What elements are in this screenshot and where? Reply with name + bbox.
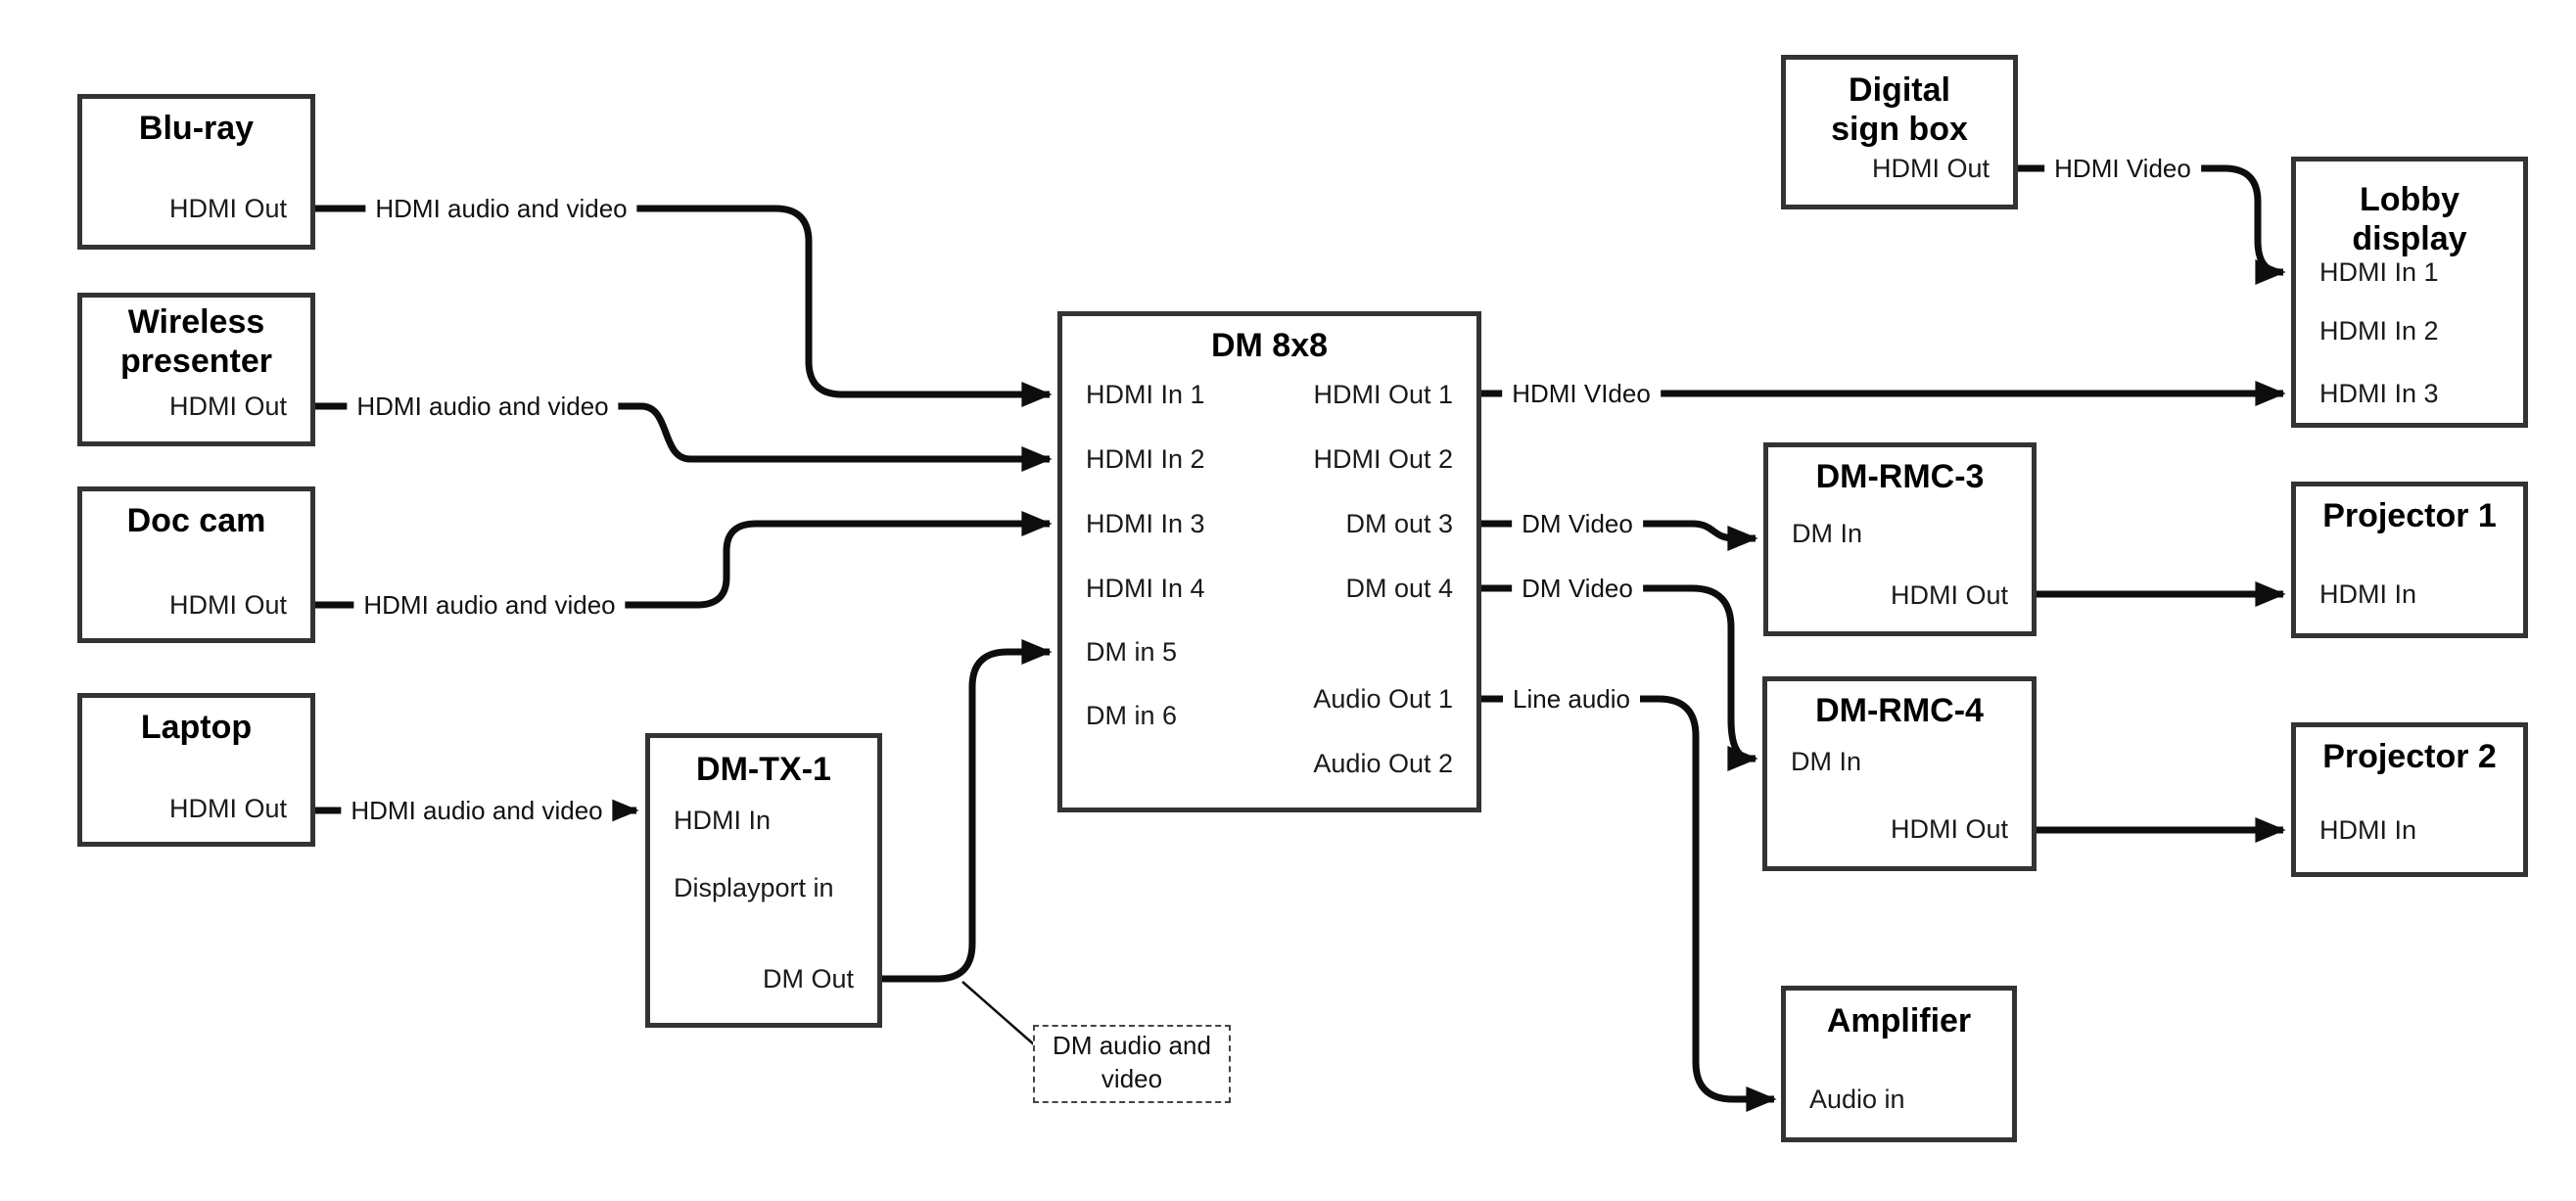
port-displayport-in: Displayport in xyxy=(674,873,834,902)
port-hdmi-out: HDMI Out xyxy=(168,794,287,823)
node-dm-rmc-3: DM-RMC-3 DM In HDMI Out xyxy=(1763,442,2037,636)
node-title: DM-RMC-4 xyxy=(1815,692,1984,729)
connector-digisign-to-lobby-in1 xyxy=(2018,164,2286,285)
connector-dm8x8-out3-to-dmrmc3 xyxy=(1481,520,1758,551)
node-title: DM-RMC-3 xyxy=(1815,458,1985,495)
node-wireless-presenter: Wireless presenter HDMI Out xyxy=(77,293,315,446)
edge-label-hdmi-video-digisign: HDMI Video xyxy=(2044,154,2201,183)
port-hdmi-in-2: HDMI In 2 xyxy=(1086,444,1205,474)
callout-leader-line xyxy=(961,981,1036,1046)
node-dm-tx-1: DM-TX-1 HDMI In Displayport in DM Out xyxy=(645,733,882,1028)
edge-label-hdmi-av-bluray: HDMI audio and video xyxy=(365,194,637,223)
port-hdmi-out-2: HDMI Out 2 xyxy=(1313,444,1453,474)
edge-label-hdmi-video-out1: HDMI VIdeo xyxy=(1502,379,1661,408)
port-dm-in-5: DM in 5 xyxy=(1086,637,1178,667)
port-dm-in-6: DM in 6 xyxy=(1086,701,1178,730)
port-hdmi-in-4: HDMI In 4 xyxy=(1086,574,1205,603)
port-hdmi-in-2: HDMI In 2 xyxy=(2319,316,2439,346)
edge-label-dm-video-out4: DM Video xyxy=(1512,574,1643,603)
node-title: Digital sign box xyxy=(1831,71,1968,148)
node-title: Wireless presenter xyxy=(120,303,272,380)
port-hdmi-in-3: HDMI In 3 xyxy=(1086,509,1205,538)
port-dm-out-3: DM out 3 xyxy=(1345,509,1453,538)
port-hdmi-in-1: HDMI In 1 xyxy=(2319,257,2439,287)
port-hdmi-out: HDMI Out xyxy=(1890,814,2008,844)
node-title: Projector 2 xyxy=(2322,738,2497,775)
port-audio-out-1: Audio Out 1 xyxy=(1313,684,1453,714)
port-dm-in: DM In xyxy=(1791,747,1862,776)
node-projector-1: Projector 1 HDMI In xyxy=(2291,482,2528,638)
callout-dm-audio-and-video: DM audio and video xyxy=(1033,1025,1231,1103)
port-hdmi-out: HDMI Out xyxy=(1871,154,1990,183)
port-dm-out-4: DM out 4 xyxy=(1345,574,1453,603)
port-audio-out-2: Audio Out 2 xyxy=(1313,749,1453,778)
node-digital-sign-box: Digital sign box HDMI Out xyxy=(1781,55,2018,209)
port-hdmi-out: HDMI Out xyxy=(168,194,287,223)
node-dm-rmc-4: DM-RMC-4 DM In HDMI Out xyxy=(1762,676,2037,871)
node-title: Blu-ray xyxy=(138,110,255,147)
node-title: Doc cam xyxy=(126,502,266,539)
node-laptop: Laptop HDMI Out xyxy=(77,693,315,847)
node-blu-ray: Blu-ray HDMI Out xyxy=(77,94,315,250)
connector-doccam-to-dm8x8-in3 xyxy=(315,511,1053,609)
port-hdmi-in: HDMI In xyxy=(2319,579,2417,609)
port-dm-in: DM In xyxy=(1792,519,1863,548)
node-title: DM 8x8 xyxy=(1210,327,1329,364)
node-doc-cam: Doc cam HDMI Out xyxy=(77,486,315,643)
node-amplifier: Amplifier Audio in xyxy=(1781,986,2017,1142)
port-hdmi-in-1: HDMI In 1 xyxy=(1086,380,1205,409)
port-dm-out: DM Out xyxy=(762,964,854,993)
edge-label-hdmi-av-laptop: HDMI audio and video xyxy=(341,796,613,825)
edge-label-dm-video-out3: DM Video xyxy=(1512,509,1643,538)
port-hdmi-out: HDMI Out xyxy=(168,392,287,421)
node-dm-8x8: DM 8x8 HDMI In 1 HDMI In 2 HDMI In 3 HDM… xyxy=(1057,311,1481,812)
port-hdmi-out-1: HDMI Out 1 xyxy=(1313,380,1453,409)
port-hdmi-out: HDMI Out xyxy=(1890,580,2008,610)
node-title: Projector 1 xyxy=(2322,497,2497,534)
node-title: DM-TX-1 xyxy=(696,751,831,788)
connector-dm8x8-out4-to-dmrmc4 xyxy=(1481,584,1758,771)
node-title: Lobby display xyxy=(2352,181,2467,257)
connector-bluray-to-dm8x8-in1 xyxy=(315,205,1053,407)
port-hdmi-in-3: HDMI In 3 xyxy=(2319,379,2439,408)
port-hdmi-out: HDMI Out xyxy=(168,590,287,620)
node-lobby-display: Lobby display HDMI In 1 HDMI In 2 HDMI I… xyxy=(2291,157,2528,428)
edge-label-hdmi-av-wireless: HDMI audio and video xyxy=(347,392,619,421)
node-projector-2: Projector 2 HDMI In xyxy=(2291,722,2528,877)
connector-wireless-to-dm8x8-in2 xyxy=(315,402,1053,472)
node-title: Amplifier xyxy=(1826,1002,1972,1039)
port-audio-in: Audio in xyxy=(1809,1085,1905,1114)
node-title: Laptop xyxy=(140,709,253,746)
connector-dmtx1-to-dm8x8-in5 xyxy=(882,639,1053,983)
edge-label-hdmi-av-doccam: HDMI audio and video xyxy=(353,590,626,620)
port-hdmi-in: HDMI In xyxy=(674,806,772,835)
connector-dm8x8-aout1-to-amp xyxy=(1481,695,1777,1112)
port-hdmi-in: HDMI In xyxy=(2319,815,2417,845)
edge-label-line-audio: Line audio xyxy=(1503,684,1640,714)
